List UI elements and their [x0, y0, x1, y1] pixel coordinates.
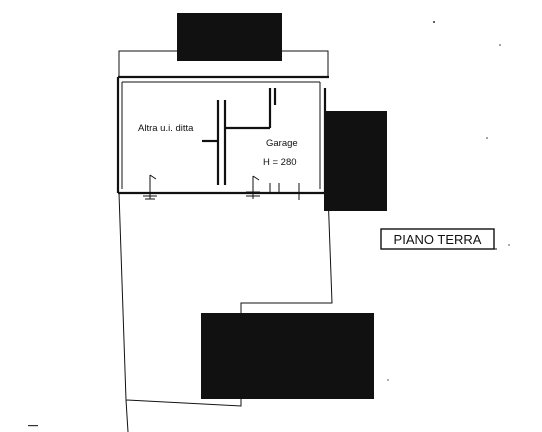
room-label-garage-height: H = 280	[263, 157, 297, 168]
garage-door-details	[269, 183, 300, 200]
level-marker-left-icon	[143, 174, 157, 200]
room-label-garage: Garage	[266, 138, 298, 149]
redaction-block-right	[324, 111, 387, 211]
scan-specks	[28, 21, 510, 427]
inner-wall-lines	[121, 81, 321, 189]
floor-label-box: PIANO TERRA	[380, 228, 497, 250]
level-marker-garage-icon	[246, 175, 260, 199]
floor-label: PIANO TERRA	[394, 232, 482, 247]
room-label-other-unit: Altra u.i. ditta	[138, 123, 194, 134]
lot-left-extension	[125, 399, 129, 432]
redaction-block-bottom	[201, 313, 374, 399]
partition-walls	[202, 88, 277, 185]
redaction-block-top	[177, 13, 282, 61]
